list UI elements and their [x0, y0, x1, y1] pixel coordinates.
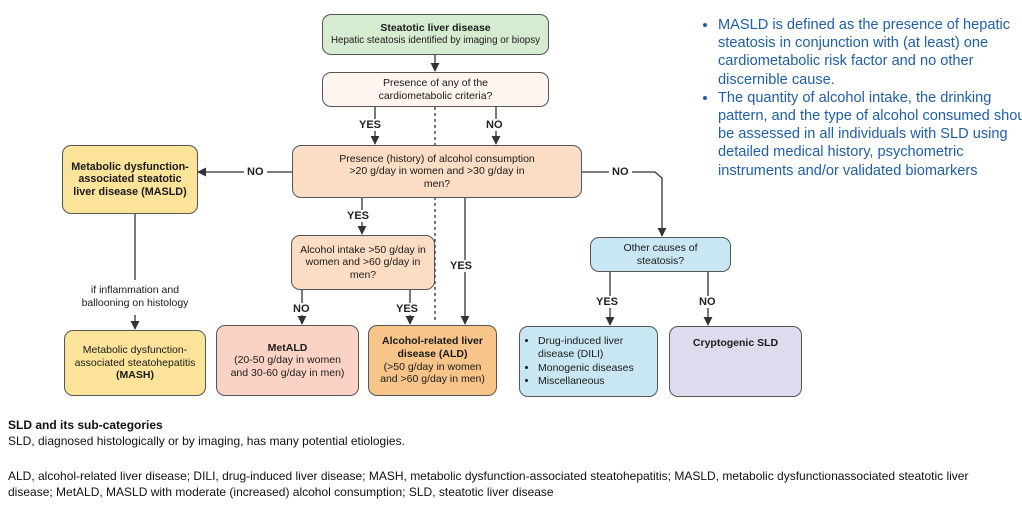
dili-item: Monogenic diseases [538, 362, 653, 375]
label-inflammation-ballooning: if inflammation and ballooning on histol… [76, 284, 194, 310]
node-intake-text: Alcohol intake >50 g/day in women and >6… [300, 243, 426, 281]
node-ald-sub: (>50 g/day in women and >60 g/day in men… [380, 360, 485, 386]
dili-item: Drug-induced liver disease (DILI) [538, 335, 653, 360]
node-sld-title: Steatotic liver disease [380, 21, 491, 34]
node-other-text: Other causes of steatosis? [623, 241, 698, 267]
node-cardio-text: Presence of any of the cardiometabolic c… [378, 76, 493, 102]
label-no-masld: NO [244, 166, 267, 178]
caption-abbreviations: ALD, alcohol-related liver disease; DILI… [8, 469, 969, 499]
node-mash-text: Metabolic dysfunction-associated steatoh… [74, 344, 196, 369]
node-metald-sub: (20-50 g/day in women and 30-60 g/day in… [230, 354, 345, 379]
label-yes-intake: YES [396, 303, 419, 315]
definition-notes: MASLD is defined as the presence of hepa… [700, 16, 1022, 180]
node-dili-other: Drug-induced liver disease (DILI) Monoge… [519, 326, 658, 397]
label-yes-alcohol: YES [347, 210, 370, 222]
node-ald: Alcohol-related liver disease (ALD) (>50… [368, 325, 497, 396]
label-yes-dili: YES [596, 296, 619, 308]
node-mash-abbr: (MASH) [116, 369, 154, 382]
node-crypto-title: Cryptogenic SLD [692, 337, 779, 349]
node-ald-title: Alcohol-related liver disease (ALD) [382, 335, 483, 360]
node-other-causes: Other causes of steatosis? [590, 237, 731, 272]
dili-list: Drug-induced liver disease (DILI) Monoge… [524, 334, 653, 388]
label-yes-ald: YES [450, 260, 473, 272]
dili-item: Miscellaneous [538, 375, 653, 388]
caption-title: SLD and its sub-categories [8, 418, 163, 432]
label-no-other: NO [609, 166, 632, 178]
node-sld-subtitle: Hepatic steatosis identified by imaging … [330, 34, 541, 46]
arrow-alcohol-no-other [582, 171, 667, 237]
label-no-metald: NO [293, 303, 310, 315]
node-mash: Metabolic dysfunction-associated steatoh… [64, 330, 206, 396]
node-alcohol-text: Presence (history) of alcohol consumptio… [339, 152, 535, 190]
node-metald: MetALD (20-50 g/day in women and 30-60 g… [216, 325, 359, 396]
label-yes-cardio: YES [359, 119, 382, 131]
note-item: MASLD is defined as the presence of hepa… [718, 16, 1022, 89]
node-masld: Metabolic dysfunction-associated steatot… [62, 145, 198, 214]
node-alcohol-consumption: Presence (history) of alcohol consumptio… [292, 145, 582, 198]
node-masld-text: Metabolic dysfunction-associated steatot… [71, 160, 189, 198]
node-metald-title: MetALD [267, 341, 308, 354]
node-steatotic-liver-disease: Steatotic liver disease Hepatic steatosi… [322, 14, 549, 55]
label-no-cardio: NO [486, 119, 503, 131]
note-item: The quantity of alcohol intake, the drin… [718, 89, 1022, 180]
label-no-crypto: NO [699, 296, 716, 308]
node-cardiometabolic-criteria: Presence of any of the cardiometabolic c… [322, 72, 549, 107]
node-alcohol-intake: Alcohol intake >50 g/day in women and >6… [291, 235, 435, 290]
node-cryptogenic-sld: Cryptogenic SLD [669, 326, 802, 397]
caption-line: SLD, diagnosed histologically or by imag… [8, 434, 405, 448]
